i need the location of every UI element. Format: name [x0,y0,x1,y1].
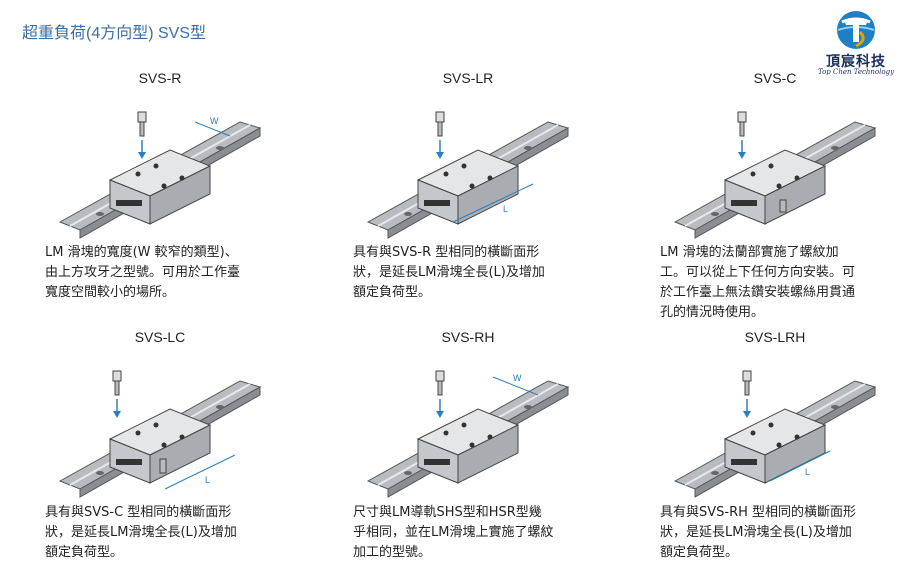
card-title: SVS-LC [134,329,186,345]
product-card-description: 具有與SVS-C 型相同的橫斷面形 狀，是延長LM滑塊全長(L)及增加 額定負荷… [45,503,275,563]
desc-line: 乎相同，並在LM滑塊上實施了螺紋 [353,525,554,540]
card-title: SVS-RH [441,329,495,345]
product-card-description: 尺寸與LM導軌SHS型和HSR型幾 乎相同，並在LM滑塊上實施了螺紋 加工的型號… [353,503,583,563]
desc-line: 孔的情況時使用。 [660,305,765,320]
desc-line: 額定負荷型。 [353,285,432,300]
desc-line: 加工的型號。 [353,545,432,560]
desc-line: LM 滑塊的法蘭部實施了螺紋加 [660,245,839,260]
desc-line: 由上方攻牙之型號。可用於工作臺 [45,265,241,280]
dimension-label: W [513,373,522,383]
product-card-description: 具有與SVS-RH 型相同的橫斷面形 狀，是延長LM滑塊全長(L)及增加 額定負… [660,503,890,563]
linear-guide-diagram [674,111,876,239]
desc-line: 於工作臺上無法鑽安裝螺絲用貫通 [660,285,856,300]
desc-line: 具有與SVS-R 型相同的橫斷面形 [353,245,540,260]
desc-line: 額定負荷型。 [45,545,124,560]
desc-line: 具有與SVS-C 型相同的橫斷面形 [45,505,232,520]
desc-line: 狀，是延長LM滑塊全長(L)及增加 [45,525,237,540]
card-title: SVS-R [138,70,182,86]
page-title: 超重負荷(4方向型) SVS型 [22,25,207,42]
desc-line: 額定負荷型。 [660,545,739,560]
linear-guide-diagram: L [674,370,876,498]
dimension-label: L [805,467,810,477]
desc-line: 狀，是延長LM滑塊全長(L)及增加 [353,265,545,280]
dimension-label: W [210,116,219,126]
logo-globe-icon [837,11,875,49]
desc-line: 狀，是延長LM滑塊全長(L)及增加 [660,525,852,540]
linear-guide-diagram: L [367,111,569,239]
linear-guide-diagram: L [59,370,261,498]
desc-line: 寬度空間較小的場所。 [45,285,176,300]
logo-name-en: Top Chen Technology [817,68,895,76]
company-logo: 頂宸科技 Top Chen Technology [808,8,904,78]
product-card-description: LM 滑塊的法蘭部實施了螺紋加 工。可以從上下任何方向安裝。可 於工作臺上無法鑽… [660,243,890,323]
dimension-label: L [503,204,508,214]
card-title: SVS-LRH [744,329,806,345]
desc-line: 工。可以從上下任何方向安裝。可 [660,265,856,280]
card-title: SVS-LR [442,70,494,86]
desc-line: 具有與SVS-RH 型相同的橫斷面形 [660,505,857,520]
logo-name-cn: 頂宸科技 [826,54,886,70]
linear-guide-diagram: W [367,370,569,498]
product-card-description: 具有與SVS-R 型相同的橫斷面形 狀，是延長LM滑塊全長(L)及增加 額定負荷… [353,243,583,303]
desc-line: 尺寸與LM導軌SHS型和HSR型幾 [353,505,542,520]
desc-line: LM 滑塊的寬度(W 較窄的類型)、 [45,245,238,260]
card-title: SVS-C [753,70,797,86]
linear-guide-diagram: W [59,111,261,239]
product-card-description: LM 滑塊的寬度(W 較窄的類型)、 由上方攻牙之型號。可用於工作臺 寬度空間較… [45,243,275,303]
dimension-label: L [205,475,210,485]
